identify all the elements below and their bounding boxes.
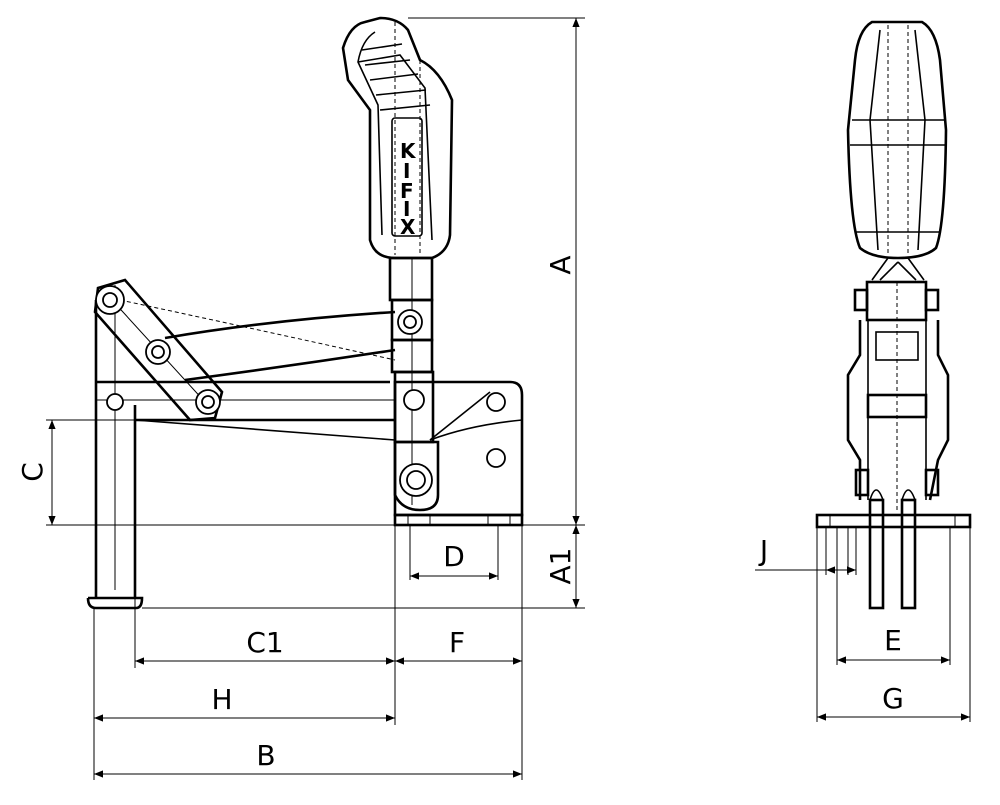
dim-label-j: J <box>758 534 768 567</box>
front-prongs <box>868 489 917 610</box>
dim-label-h: H <box>211 683 232 716</box>
handle-grip: K I F I X <box>341 16 454 260</box>
brand-letter-i2: I <box>403 197 410 221</box>
front-handle-grip <box>846 20 948 260</box>
brand-letter-k: K <box>400 139 417 163</box>
brand-letter-i1: I <box>403 159 410 183</box>
front-base <box>815 513 972 529</box>
dimension-labels-side: A A1 C D C1 F H B <box>16 255 577 772</box>
dim-label-a1: A1 <box>544 548 577 585</box>
dim-label-g: G <box>882 682 904 715</box>
handle-stem <box>388 256 440 512</box>
diagonal-link <box>93 278 224 422</box>
dimension-labels-front: J E G <box>758 534 904 715</box>
clamp-arm <box>96 380 396 441</box>
dim-label-e: E <box>884 624 902 657</box>
dim-label-d: D <box>443 540 465 573</box>
front-view: J E G <box>755 20 972 722</box>
dim-label-c1: C1 <box>246 626 283 659</box>
dim-label-a: A <box>544 255 577 274</box>
dim-label-f: F <box>449 626 465 659</box>
dimension-lines-side <box>46 17 585 780</box>
dim-label-b: B <box>256 739 275 772</box>
dimension-lines-front <box>755 527 971 722</box>
brand-letter-f: F <box>400 179 414 203</box>
brand-letter-x: X <box>400 215 416 239</box>
dim-label-c: C <box>16 462 49 482</box>
side-view: K I F I X <box>16 16 585 780</box>
linkage-arcs <box>119 299 396 382</box>
base-body <box>393 380 524 527</box>
front-neck <box>871 257 925 281</box>
front-linkage <box>846 280 950 510</box>
